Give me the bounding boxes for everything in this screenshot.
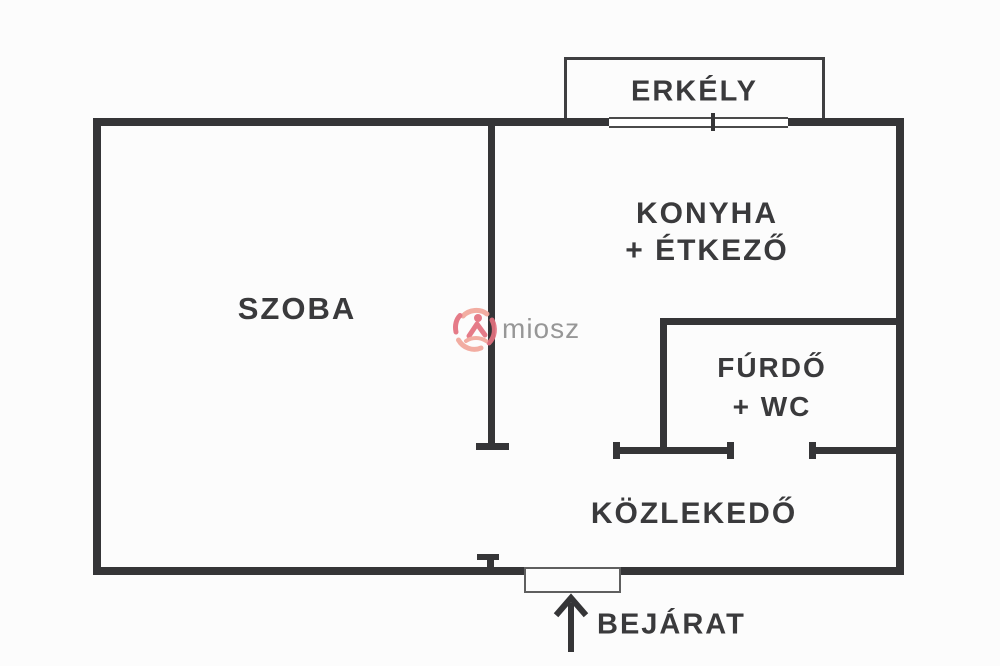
up-arrow-icon [551, 593, 591, 660]
szoba-wall-end-cap [476, 443, 509, 450]
room-label-konyha-line2: + ÉTKEZŐ [625, 234, 789, 267]
room-label-furdo-line2: + WC [732, 391, 812, 422]
room-label-furdo: FÚRDŐ + WC [717, 348, 827, 426]
hallway-wall-segment-left [613, 447, 734, 454]
apartment-outer-wall [93, 118, 904, 575]
balcony-window [609, 117, 788, 128]
hallway-wall-left-cap-west [613, 442, 620, 459]
room-label-konyha: KONYHA + ÉTKEZŐ [625, 195, 789, 269]
szoba-door-stub-stem [487, 558, 494, 569]
entrance-label: BEJÁRAT [597, 608, 746, 641]
bathroom-wall-left [660, 318, 667, 454]
room-label-kozlekedo: KÖZLEKEDŐ [590, 497, 798, 530]
watermark-brand-text: miosz [502, 313, 581, 344]
szoba-door-stub-cap [477, 554, 499, 560]
hallway-wall-left-cap-east [727, 442, 734, 459]
balcony-window-center-tick [711, 113, 715, 131]
szoba-partition-wall [488, 126, 495, 444]
miosz-logo-icon [450, 305, 500, 353]
watermark: miosz [450, 305, 580, 353]
hallway-wall-right-cap [809, 442, 816, 459]
hallway-wall-segment-right [809, 447, 898, 454]
bathroom-wall-top [660, 318, 898, 325]
entrance-door-opening [524, 567, 621, 593]
room-label-furdo-line1: FÚRDŐ [717, 352, 827, 383]
room-label-erkely: ERKÉLY [631, 75, 758, 108]
room-label-konyha-line1: KONYHA [635, 197, 778, 230]
balcony-outline: ERKÉLY [564, 57, 825, 122]
room-label-szoba: SZOBA [237, 291, 357, 326]
